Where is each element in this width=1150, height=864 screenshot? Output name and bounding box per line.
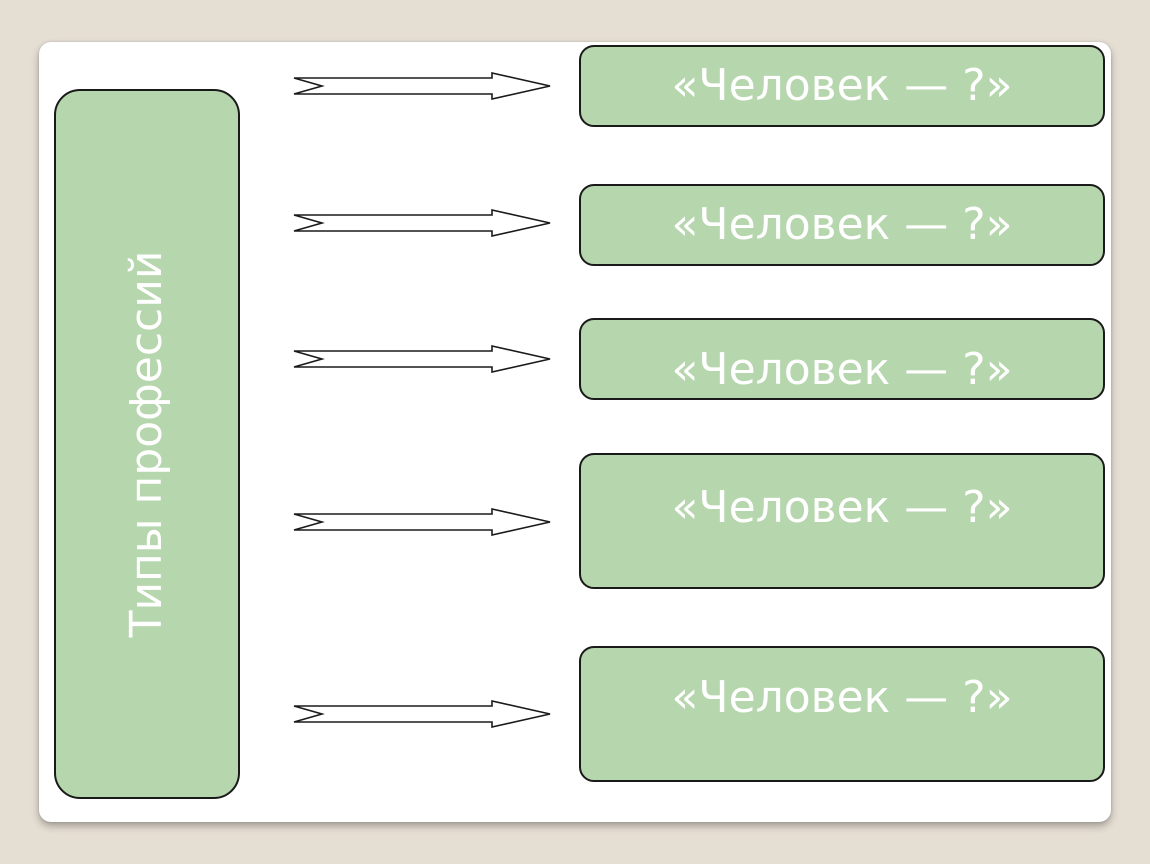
- type-label: «Человек — ?»: [671, 60, 1013, 111]
- arrow-icon: [293, 700, 551, 728]
- arrow-icon: [293, 345, 551, 373]
- type-box-4: «Человек — ?»: [579, 453, 1105, 589]
- type-label: «Человек — ?»: [671, 199, 1013, 250]
- type-box-2: «Человек — ?»: [579, 184, 1105, 266]
- arrow-icon: [293, 209, 551, 237]
- category-label: Типы профессий: [121, 250, 172, 638]
- type-box-1: «Человек — ?»: [579, 45, 1105, 127]
- type-box-3: «Человек — ?»: [579, 318, 1105, 400]
- arrow-icon: [293, 508, 551, 536]
- type-label: «Человек — ?»: [671, 344, 1013, 395]
- type-box-5: «Человек — ?»: [579, 646, 1105, 782]
- arrow-icon: [293, 72, 551, 100]
- type-label: «Человек — ?»: [671, 482, 1013, 533]
- type-label: «Человек — ?»: [671, 672, 1013, 723]
- category-box: Типы профессий: [54, 89, 240, 799]
